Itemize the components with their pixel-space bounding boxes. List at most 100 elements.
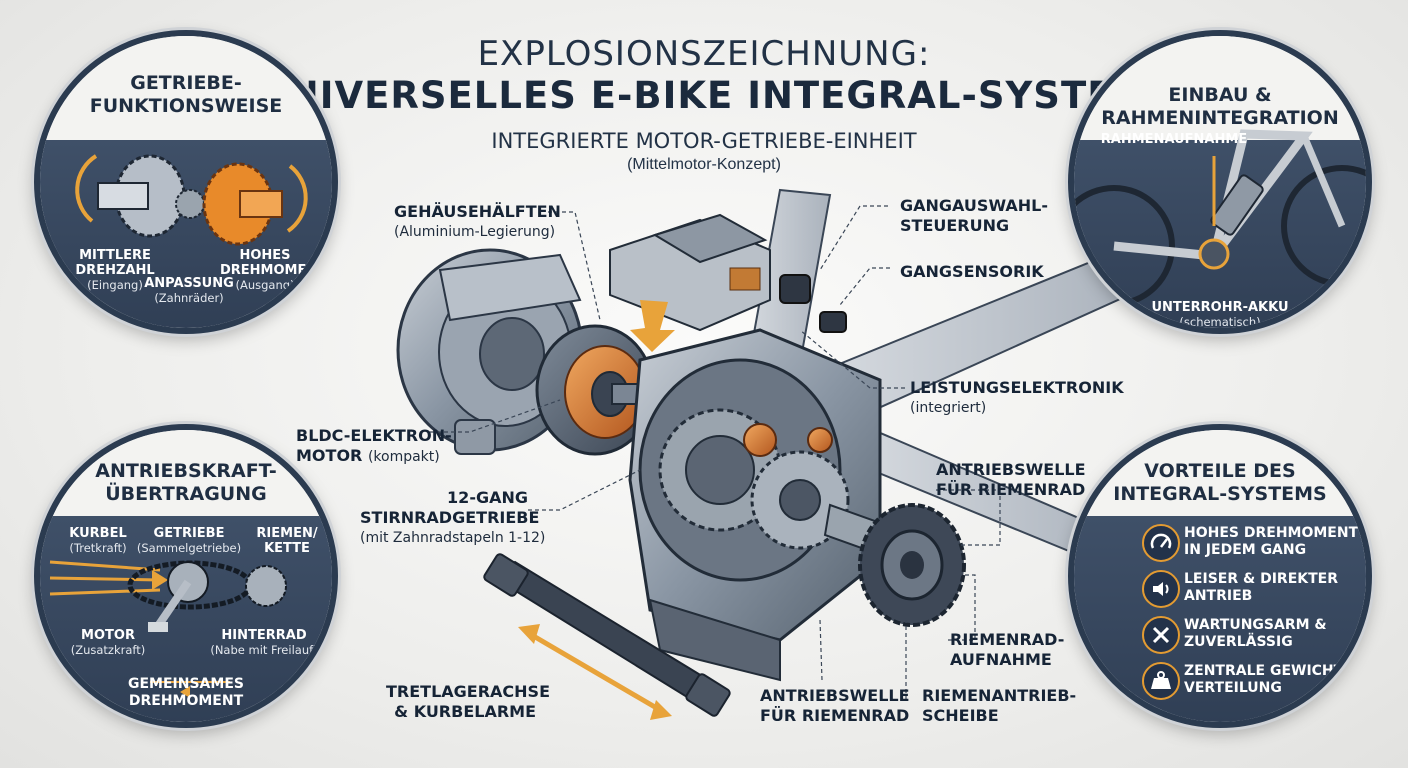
gear-adapt-sub: (Zahnräder) [154,291,224,305]
transfer-gearbox-1: GETRIEBE [153,526,225,541]
transfer-crank-label: KURBEL (Tretkraft) [58,526,138,556]
gear-adapt-1: ANPASSUNG [144,276,234,291]
gear-high-torque-sub: (Ausgang) [235,278,295,292]
advantage-item-quiet: LEISER & DIREKTER ANTRIEB [1142,568,1362,610]
transfer-belt-2: KETTE [264,541,310,556]
transfer-gearbox-label: GETRIEBE (Sammelgetriebe) [134,526,244,556]
gear-function-graphic [75,154,308,246]
battery-label-1: UNTERROHR-AKKU [1151,300,1289,315]
label-bottom-bracket-1: TRETLAGERACHSE [386,682,551,701]
bottom-bracket-axle [483,553,731,717]
gearbox-housing [628,328,882,682]
advantage-weight-l1: ZENTRALE GEWICHTS [1184,663,1354,679]
label-bottom-bracket-2: & KURBELARME [394,702,536,721]
transfer-motor-label: MOTOR (Zusatzkraft) [58,628,158,658]
advantage-weight-text: ZENTRALE GEWICHTS VERTEILUNG [1184,663,1364,697]
panel-gear-function-title: GETRIEBE- FUNKTIONSWEISE [40,72,332,118]
transfer-rear-label: HINTERRAD (Nabe mit Freilauf) [200,628,328,658]
transfer-gearbox-sub: (Sammelgetriebe) [136,541,242,555]
transfer-combined-1: GEMEINSAMES [128,676,244,692]
label-drive-shaft-top-2: FÜR RIEMENRAD [936,480,1086,499]
label-belt-disc-2: SCHEIBE [922,706,999,725]
wrench-icon [1142,616,1180,654]
label-gear-select-1: GANGAUSWAHL- [900,196,1048,215]
panel-advantages-title-1: VORTEILE DES [1144,460,1296,482]
weight-icon [1142,662,1180,700]
gauge-icon [1142,524,1180,562]
label-gearbox-1: 12-GANG [447,488,528,507]
advantage-item-torque: HOHES DREHMOMENT IN JEDEM GANG [1142,522,1362,564]
gear-mid-speed-1: MITTLERE [79,248,151,263]
label-bldc-2: MOTOR [296,446,363,465]
panel-power-transfer-title-1: ANTRIEBSKRAFT- [95,460,277,482]
advantage-torque-l1: HOHES DREHMOMENT [1184,525,1359,541]
title-line-2: UNIVERSELLES E-BIKE INTEGRAL-SYSTEM [256,74,1152,117]
transfer-combined-2: DREHMOMENT [128,693,244,709]
panel-gear-function-title-1: GETRIEBE- [130,72,242,94]
advantage-maintenance-text: WARTUNGSARM & ZUVERLÄSSIG [1184,617,1364,651]
battery-label-sub: (schematisch) [1179,315,1261,329]
advantage-quiet-text: LEISER & DIREKTER ANTRIEB [1184,571,1364,605]
advantage-item-maintenance: WARTUNGSARM & ZUVERLÄSSIG [1142,614,1362,656]
panel-gear-function-title-2: FUNKTIONSWEISE [89,95,283,117]
advantage-weight-l2: VERTEILUNG [1184,680,1282,696]
label-gearbox: 12-GANG STIRNRADGETRIEBE (mit Zahnradsta… [360,488,546,548]
advantage-maintenance-l1: WARTUNGSARM & [1184,617,1327,633]
label-pulley-mount-2: AUFNAHME [950,650,1052,669]
label-bottom-bracket: TRETLAGERACHSE & KURBELARME [386,682,550,722]
transfer-motor-1: MOTOR [81,628,135,643]
label-gear-select-2: STEUERUNG [900,216,1010,235]
gear-mid-speed-label: MITTLERE DREHZAHL (Eingang) [70,248,160,293]
gear-high-torque-1: HOHES [239,248,291,263]
advantage-torque-l2: IN JEDEM GANG [1184,542,1307,558]
transfer-crank-sub: (Tretkraft) [69,541,127,555]
label-housing-sub: (Aluminium-Legierung) [394,224,556,240]
gear-high-torque-label: HOHES DREHMOMENT (Ausgang) [220,248,326,293]
transfer-crank-1: KURBEL [69,526,127,541]
label-gear-sensor: GANGSENSORIK [900,262,1044,281]
advantage-quiet-l1: LEISER & DIREKTER [1184,571,1338,587]
gear-mid-speed-2: DREHZAHL [75,263,155,278]
label-gearbox-2: STIRNRADGETRIEBE [360,508,540,527]
panel-installation: EINBAU & RAHMENINTEGRATION RAHMENAUFNAHM… [1068,30,1372,334]
label-pulley-mount: RIEMENRAD- AUFNAHME [950,630,1064,670]
label-power-electronics-title: LEISTUNGSELEKTRONIK [910,378,1124,397]
panel-advantages-title: VORTEILE DES INTEGRAL-SYSTEMS [1074,460,1366,506]
subtitle: INTEGRIERTE MOTOR-GETRIEBE-EINHEIT [491,129,917,153]
label-bldc-1: BLDC-ELEKTRON- [296,426,452,445]
label-gear-select: GANGAUSWAHL- STEUERUNG [900,196,1048,236]
transfer-motor-sub: (Zusatzkraft) [70,643,146,657]
direction-arrows [518,300,675,720]
label-pulley-mount-1: RIEMENRAD- [950,630,1065,649]
label-housing-title: GEHÄUSEHÄLFTEN [394,202,561,221]
panel-power-transfer-title-2: ÜBERTRAGUNG [105,483,267,505]
advantage-item-weight: ZENTRALE GEWICHTS VERTEILUNG [1142,660,1362,702]
advantage-quiet-l2: ANTRIEB [1184,588,1253,604]
leader-lines [430,205,1001,700]
label-bldc-motor: BLDC-ELEKTRON- MOTOR (kompakt) [296,426,452,467]
label-drive-shaft-bottom-2: FÜR RIEMENRAD [760,706,910,725]
frame-integration-graphic [1074,129,1366,307]
power-transfer-graphic [49,560,287,698]
battery-label: UNTERROHR-AKKU (schematisch) [1140,300,1300,329]
transfer-combined-label: GEMEINSAMES DREHMOMENT [120,676,252,710]
panel-advantages: VORTEILE DES INTEGRAL-SYSTEMS HOHES DREH… [1068,424,1372,728]
label-power-electronics: LEISTUNGSELEKTRONIK (integriert) [910,378,1124,418]
frame-mount-label: RAHMENAUFNAHME [1100,132,1248,147]
panel-installation-title-2: RAHMENINTEGRATION [1101,107,1339,129]
gear-adapt-label: ANPASSUNG (Zahnräder) [144,276,234,306]
gear-mid-speed-sub: (Eingang) [87,278,143,292]
transfer-rear-1: HINTERRAD [221,628,307,643]
panel-advantages-title-2: INTEGRAL-SYSTEMS [1113,483,1327,505]
label-bldc-sub: (kompakt) [367,449,440,465]
label-belt-disc: RIEMENANTRIEB- SCHEIBE [922,686,1076,726]
label-housing: GEHÄUSEHÄLFTEN (Aluminium-Legierung) [394,202,561,242]
label-belt-disc-1: RIEMENANTRIEB- [922,686,1077,705]
label-gearbox-sub: (mit Zahnradstapeln 1-12) [360,530,546,546]
label-drive-shaft-top-1: ANTRIEBSWELLE [936,460,1086,479]
advantage-maintenance-l2: ZUVERLÄSSIG [1184,634,1293,650]
label-drive-shaft-bottom-1: ANTRIEBSWELLE [760,686,910,705]
transfer-belt-label: RIEMEN/ KETTE [252,526,322,556]
speaker-icon [1142,570,1180,608]
